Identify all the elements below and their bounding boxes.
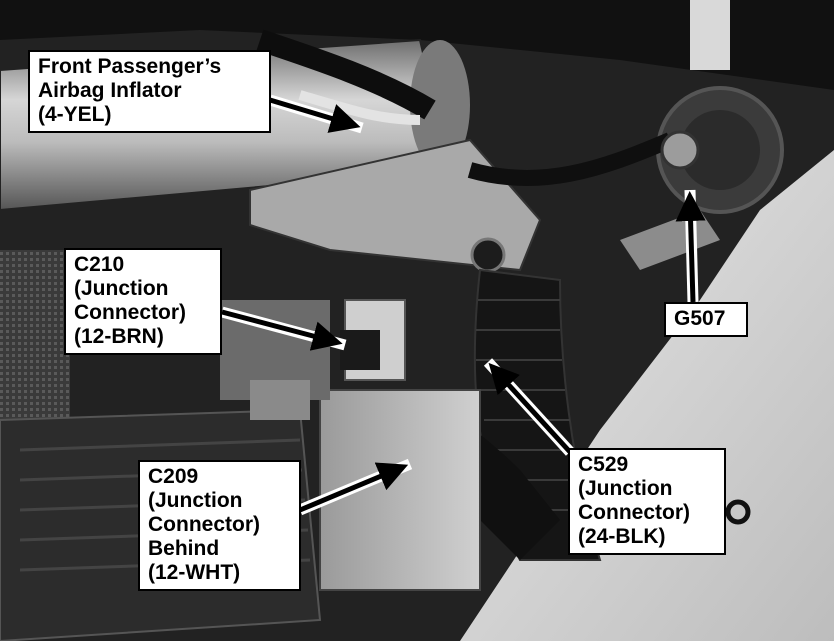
callout-c529-line-4: (24-BLK) xyxy=(578,525,666,548)
callout-c209-line-3: Connector) xyxy=(148,513,260,536)
callout-airbag-line-1: Front Passenger’s xyxy=(38,55,222,78)
ground-bolt-g507 xyxy=(660,130,700,170)
mounting-bracket xyxy=(249,138,542,272)
lower-left-grille xyxy=(0,250,70,440)
harness-top xyxy=(256,29,436,120)
harness-clip-ring xyxy=(725,499,751,525)
callout-c529: C529 (Junction Connector) (24-BLK) xyxy=(568,448,726,555)
callout-c209-line-4: Behind xyxy=(148,537,220,560)
bracket-bolt xyxy=(470,237,506,273)
callout-c210-line-2: (Junction xyxy=(74,277,169,300)
callout-airbag-inflator: Front Passenger’s Airbag Inflator (4-YEL… xyxy=(28,50,271,133)
callout-c210-line-3: Connector) xyxy=(74,301,186,324)
connector-c210 xyxy=(340,330,380,370)
callout-airbag-line-2: Airbag Inflator xyxy=(38,79,182,102)
callout-c529-line-3: Connector) xyxy=(578,501,690,524)
harness-right xyxy=(467,132,674,187)
callout-c529-line-2: (Junction xyxy=(578,477,673,500)
callout-c209: C209 (Junction Connector) Behind (12-WHT… xyxy=(138,460,301,591)
callout-g507: G507 xyxy=(664,302,748,337)
upper-right-post xyxy=(690,0,730,70)
callout-c210-line-4: (12-BRN) xyxy=(74,325,164,348)
callout-c209-line-5: (12-WHT) xyxy=(148,561,241,584)
upper-shadow xyxy=(0,0,834,90)
callout-airbag-line-3: (4-YEL) xyxy=(38,103,112,126)
callout-c209-line-2: (Junction xyxy=(148,489,243,512)
callout-c210: C210 (Junction Connector) (12-BRN) xyxy=(64,248,222,355)
callout-c529-line-1: C529 xyxy=(578,453,629,476)
callout-c209-line-1: C209 xyxy=(148,465,199,488)
callout-c210-line-1: C210 xyxy=(74,253,125,276)
callout-g507-line-1: G507 xyxy=(674,307,726,330)
junction-box xyxy=(319,389,481,591)
